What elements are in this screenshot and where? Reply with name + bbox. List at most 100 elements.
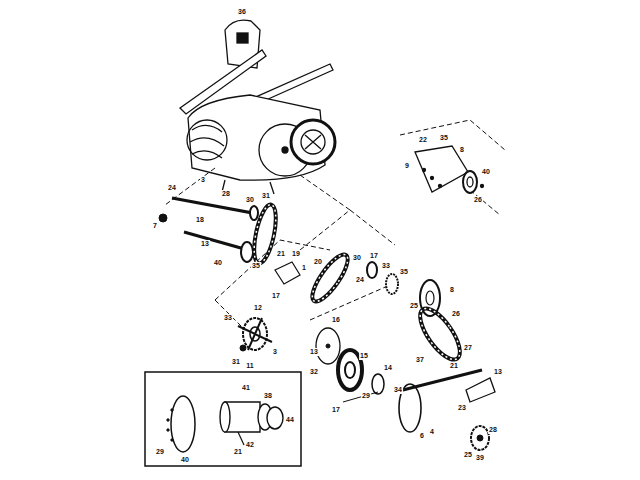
- lower-gear-cluster-part: [466, 378, 495, 402]
- top-right-bracket-part: [467, 177, 473, 187]
- callout-number: 17: [271, 292, 281, 300]
- callout-number: 26: [451, 310, 461, 318]
- callout-number: 23: [457, 404, 467, 412]
- shafts-and-sprockets-part: [367, 262, 377, 278]
- inset-panel-part: [171, 396, 195, 452]
- top-right-bracket-part: [481, 185, 484, 188]
- callout-number: 25: [409, 302, 419, 310]
- callout-number: 25: [463, 451, 473, 459]
- snow-thrower-sketch-part: [237, 33, 248, 43]
- callout-number: 17: [331, 406, 341, 414]
- shafts-and-sprockets-part: [184, 232, 248, 250]
- callout-number: 11: [245, 362, 254, 370]
- leader-dashes-part: [350, 210, 395, 245]
- inset-panel-part: [167, 429, 169, 431]
- inset-panel-part: [267, 407, 283, 429]
- shafts-and-sprockets-part: [307, 250, 354, 306]
- top-right-bracket-part: [415, 146, 468, 192]
- shafts-and-sprockets-part: [241, 242, 253, 262]
- callout-number: 9: [404, 162, 410, 170]
- callout-number: 35: [439, 134, 449, 142]
- lower-gear-cluster-part: [326, 344, 330, 348]
- shafts-and-sprockets-part: [307, 250, 354, 306]
- callout-number: 40: [213, 259, 223, 267]
- lower-gear-cluster-part: [345, 362, 355, 378]
- callout-number: 7: [152, 222, 158, 230]
- callout-number: 17: [369, 252, 379, 260]
- callout-number: 8: [459, 146, 465, 154]
- callout-number: 35: [399, 268, 409, 276]
- inset-panel-part: [171, 409, 173, 411]
- callout-number: 29: [361, 392, 371, 400]
- callout-number: 34: [393, 386, 403, 394]
- callout-number: 15: [359, 352, 369, 360]
- inset-panel-part: [238, 432, 244, 445]
- callout-number: 14: [383, 364, 393, 372]
- callout-number: 21: [276, 250, 286, 258]
- top-right-bracket-part: [463, 171, 477, 193]
- shafts-and-sprockets-part: [386, 274, 398, 294]
- shafts-and-sprockets-part: [250, 206, 258, 220]
- callout-number: 38: [263, 392, 273, 400]
- snow-thrower-sketch-part: [301, 130, 325, 154]
- leader-dashes-part: [215, 300, 245, 330]
- callout-number: 13: [200, 240, 210, 248]
- lower-gear-cluster-part: [471, 426, 489, 450]
- top-right-bracket: [415, 146, 484, 193]
- lower-gear-cluster-part: [240, 345, 246, 351]
- snow-thrower-sketch: [180, 20, 335, 194]
- callout-number: 31: [261, 192, 271, 200]
- callout-number: 33: [223, 314, 233, 322]
- callout-number: 24: [355, 276, 365, 284]
- callout-number: 8: [449, 286, 455, 294]
- snow-thrower-sketch-part: [187, 120, 227, 160]
- lower-gear-cluster-part: [343, 392, 378, 402]
- shafts-and-sprockets-part: [426, 291, 434, 305]
- leader-dashes-part: [470, 190, 500, 215]
- callout-number: 40: [481, 168, 491, 176]
- callout-number: 18: [195, 216, 205, 224]
- snow-thrower-sketch-part: [291, 120, 335, 164]
- callout-number: 22: [418, 136, 428, 144]
- callout-number: 20: [313, 258, 323, 266]
- callout-number: 16: [331, 316, 341, 324]
- top-right-bracket-part: [423, 169, 426, 172]
- callout-number: 26: [473, 196, 483, 204]
- leader-dashes-part: [400, 120, 505, 150]
- callout-number: 3: [200, 176, 206, 184]
- leader-dashes-part: [300, 175, 350, 250]
- snow-thrower-sketch-part: [190, 125, 224, 158]
- inset-panel-part: [220, 402, 230, 432]
- callout-number: 28: [488, 426, 498, 434]
- callout-number: 3: [272, 348, 278, 356]
- callout-number: 21: [233, 448, 243, 456]
- callout-number: 37: [415, 356, 425, 364]
- callout-number: 28: [221, 190, 231, 198]
- inset-panel-part: [145, 372, 301, 466]
- callout-number: 21: [449, 362, 459, 370]
- callout-number: 31: [231, 358, 241, 366]
- callout-number: 13: [309, 348, 319, 356]
- shafts-and-sprockets-part: [413, 303, 467, 366]
- callout-number: 35: [251, 262, 261, 270]
- callout-number: 32: [309, 368, 319, 376]
- callout-number: 30: [245, 196, 255, 204]
- lower-gear-cluster-part: [238, 318, 272, 350]
- shafts-and-sprockets-part: [159, 214, 167, 222]
- top-right-bracket-part: [431, 177, 434, 180]
- snow-thrower-sketch-part: [282, 147, 288, 153]
- callout-number: 40: [180, 456, 190, 464]
- lower-gear-cluster-part: [477, 435, 483, 441]
- leader-dashes: [165, 120, 505, 330]
- callout-number: 24: [167, 184, 177, 192]
- callout-number: 30: [352, 254, 362, 262]
- snow-thrower-sketch-part: [305, 135, 321, 149]
- callout-number: 1: [301, 264, 307, 272]
- lower-gear-cluster-part: [372, 374, 384, 394]
- callout-number: 33: [381, 262, 391, 270]
- leader-dashes-part: [310, 285, 390, 320]
- inset-panel-part: [171, 439, 173, 441]
